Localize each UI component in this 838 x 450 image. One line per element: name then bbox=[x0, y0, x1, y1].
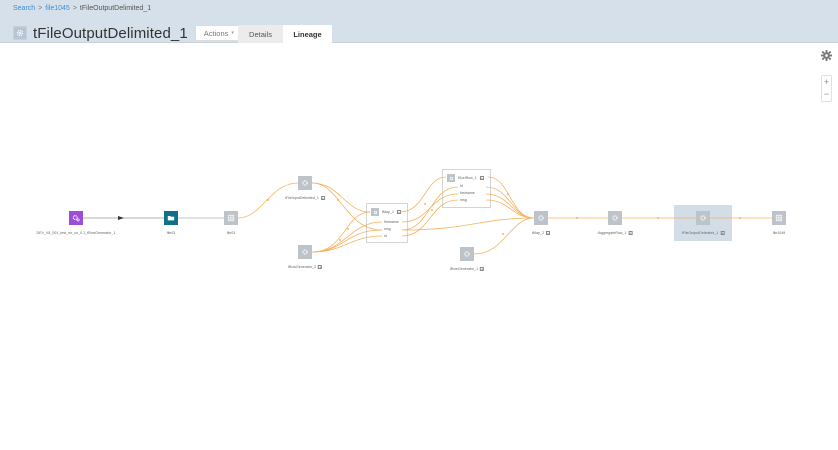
chevron-down-icon: ▾ bbox=[231, 30, 234, 36]
map-header: tSortRow_1 + bbox=[447, 174, 484, 182]
gear-icon bbox=[538, 215, 544, 221]
gear-icon bbox=[700, 215, 706, 221]
tab-details[interactable]: Details bbox=[238, 25, 283, 43]
expand-icon[interactable]: + bbox=[479, 176, 484, 180]
node-label: DEV_V8_001_test_mr_cn_0.1_tRowGenerator_… bbox=[36, 231, 116, 235]
node-tmap-2[interactable] bbox=[534, 211, 548, 225]
expand-icon[interactable]: + bbox=[480, 267, 485, 271]
node-label: tFileInputDelimited_1+ bbox=[285, 196, 325, 200]
breadcrumb-search[interactable]: Search bbox=[13, 5, 36, 12]
zoom-out-button[interactable]: − bbox=[823, 89, 830, 100]
table-icon bbox=[775, 214, 783, 222]
node-label: tAggregateRow_1+ bbox=[597, 231, 633, 235]
gear-icon bbox=[302, 180, 308, 186]
node-label: tSortRow_1 bbox=[458, 176, 477, 180]
breadcrumb-file[interactable]: file1045 bbox=[45, 5, 70, 12]
tab-lineage[interactable]: Lineage bbox=[283, 25, 332, 44]
node-taggregaterow-1[interactable] bbox=[608, 211, 622, 225]
node-trowgenerator-1[interactable] bbox=[460, 247, 474, 261]
zoom-in-button[interactable]: + bbox=[823, 76, 830, 87]
gear-icon[interactable] bbox=[821, 48, 832, 61]
gear-icon bbox=[13, 26, 27, 40]
field-id: id bbox=[460, 184, 463, 188]
field-msg: msg bbox=[384, 227, 391, 231]
field-firstname: firstname bbox=[384, 220, 399, 224]
node-job[interactable] bbox=[69, 211, 83, 225]
tab-bar: Details Lineage bbox=[238, 25, 332, 44]
page-header: Search > file1045 > tFileOutputDelimited… bbox=[0, 0, 838, 44]
breadcrumb-separator: > bbox=[38, 5, 43, 12]
lineage-edges bbox=[83, 176, 772, 255]
actions-label: Actions bbox=[203, 28, 229, 38]
gear-icon bbox=[302, 249, 308, 255]
expand-icon[interactable]: + bbox=[720, 231, 725, 235]
expand-icon[interactable]: + bbox=[628, 231, 633, 235]
node-file1049[interactable] bbox=[772, 211, 786, 225]
field-msg: msg bbox=[460, 198, 467, 202]
expand-icon[interactable]: + bbox=[318, 265, 323, 269]
expand-icon[interactable]: + bbox=[320, 196, 325, 200]
node-label: file1049 bbox=[772, 231, 786, 235]
folder-icon bbox=[167, 216, 175, 221]
node-folder[interactable] bbox=[164, 211, 178, 225]
gear-icon bbox=[371, 208, 379, 216]
node-label: tRowGenerator_1+ bbox=[449, 267, 485, 271]
node-label: tMap_1 bbox=[382, 210, 394, 214]
page-title: tFileOutputDelimited_1 bbox=[33, 24, 188, 42]
breadcrumb: Search > file1045 > tFileOutputDelimited… bbox=[13, 5, 151, 12]
gears-icon bbox=[72, 215, 80, 222]
breadcrumb-current: tFileOutputDelimited_1 bbox=[79, 5, 152, 12]
actions-dropdown-button[interactable]: Actions ▾ bbox=[194, 25, 243, 41]
node-label: file03 bbox=[166, 231, 176, 235]
node-tfileoutputdelimited-1[interactable] bbox=[696, 211, 710, 225]
expand-icon[interactable]: + bbox=[546, 231, 550, 235]
table-icon bbox=[227, 214, 235, 222]
gear-icon bbox=[447, 174, 455, 182]
node-label: tRowGenerator_2+ bbox=[287, 265, 323, 269]
lineage-canvas[interactable]: tMap_1 + firstname msg id tSortRow_1 + i… bbox=[0, 44, 838, 450]
node-label: file03 bbox=[226, 231, 236, 235]
node-label: tFileOutputDelimited_1+ bbox=[681, 231, 725, 235]
title-row: tFileOutputDelimited_1 Actions ▾ bbox=[13, 23, 243, 43]
node-file[interactable] bbox=[224, 211, 238, 225]
gear-icon bbox=[612, 215, 618, 221]
breadcrumb-separator: > bbox=[72, 5, 77, 12]
node-trowgenerator-2[interactable] bbox=[298, 245, 312, 259]
field-firstname: firstname bbox=[460, 191, 475, 195]
node-tfileinputdelimited-1[interactable] bbox=[298, 176, 312, 190]
gear-icon bbox=[464, 251, 470, 257]
field-id: id bbox=[384, 234, 387, 238]
node-label: tMap_2+ bbox=[532, 231, 550, 235]
zoom-control: + − bbox=[821, 75, 832, 102]
